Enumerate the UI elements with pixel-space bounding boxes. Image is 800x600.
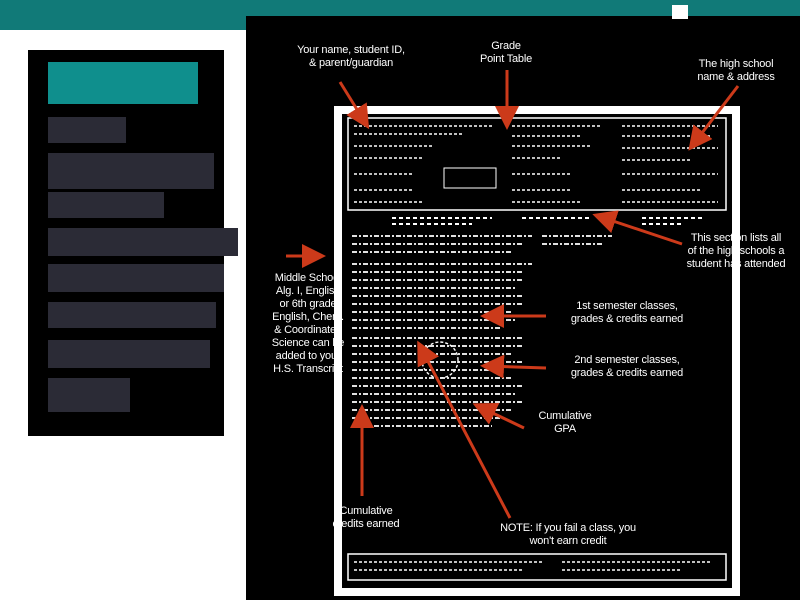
menu-item-7[interactable]: [48, 302, 216, 328]
annotation-second-semester: 2nd semester classes, grades & credits e…: [570, 354, 684, 379]
transcript-frame: [340, 112, 734, 590]
close-icon[interactable]: [672, 5, 688, 19]
menu-item-6[interactable]: [48, 264, 224, 292]
menu-item-9[interactable]: [48, 378, 130, 412]
sidebar-menu: [28, 50, 238, 436]
menu-item-2[interactable]: [48, 117, 126, 143]
annotation-first-semester: 1st semester classes, grades & credits e…: [570, 300, 684, 325]
menu-item-4[interactable]: [48, 192, 164, 218]
annotation-grade-table: Grade Point Table: [479, 40, 533, 65]
menu-item-5[interactable]: [48, 228, 238, 256]
transcript-image: [334, 106, 740, 596]
menu-item-1[interactable]: [48, 62, 198, 104]
menu-item-8[interactable]: [48, 340, 210, 368]
annotation-cumulative-credits: Cumulative credits earned: [332, 505, 400, 530]
annotation-school-info: The high school name & address: [697, 58, 775, 83]
annotation-cumulative-gpa: Cumulative GPA: [538, 410, 592, 435]
annotation-note: NOTE: If you fail a class, you won't ear…: [500, 522, 636, 547]
annotation-middle-school: Middle School Alg. I, English or 6th gra…: [271, 272, 345, 375]
annotation-schools-attended: This section lists all of the high schoo…: [686, 232, 786, 270]
menu-item-3[interactable]: [48, 153, 214, 189]
annotation-student-info: Your name, student ID, & parent/guardian: [297, 44, 405, 69]
